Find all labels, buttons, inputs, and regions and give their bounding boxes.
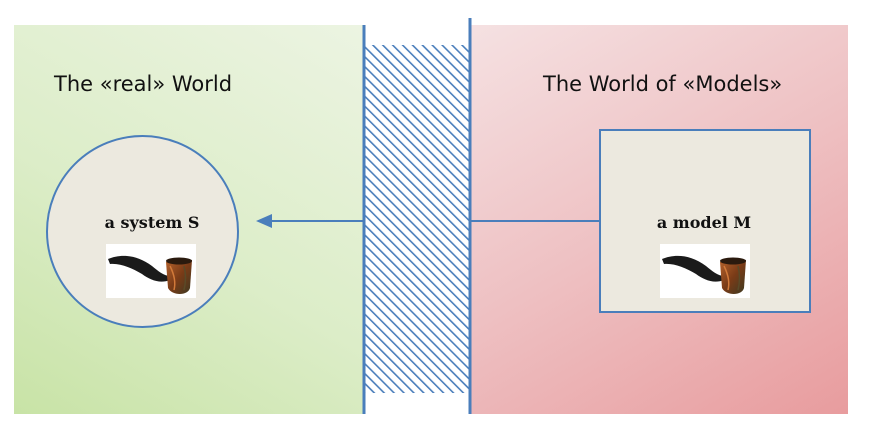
pipe-icon xyxy=(660,244,750,298)
model-label: a model M xyxy=(656,213,752,232)
pipe-icon xyxy=(106,244,196,298)
arrow-head xyxy=(256,214,272,228)
model-world-title: The World of «Models» xyxy=(543,72,783,96)
system-label: a system S xyxy=(104,213,200,232)
real-world-title: The «real» World xyxy=(54,72,233,96)
separator-hatch xyxy=(364,45,470,393)
